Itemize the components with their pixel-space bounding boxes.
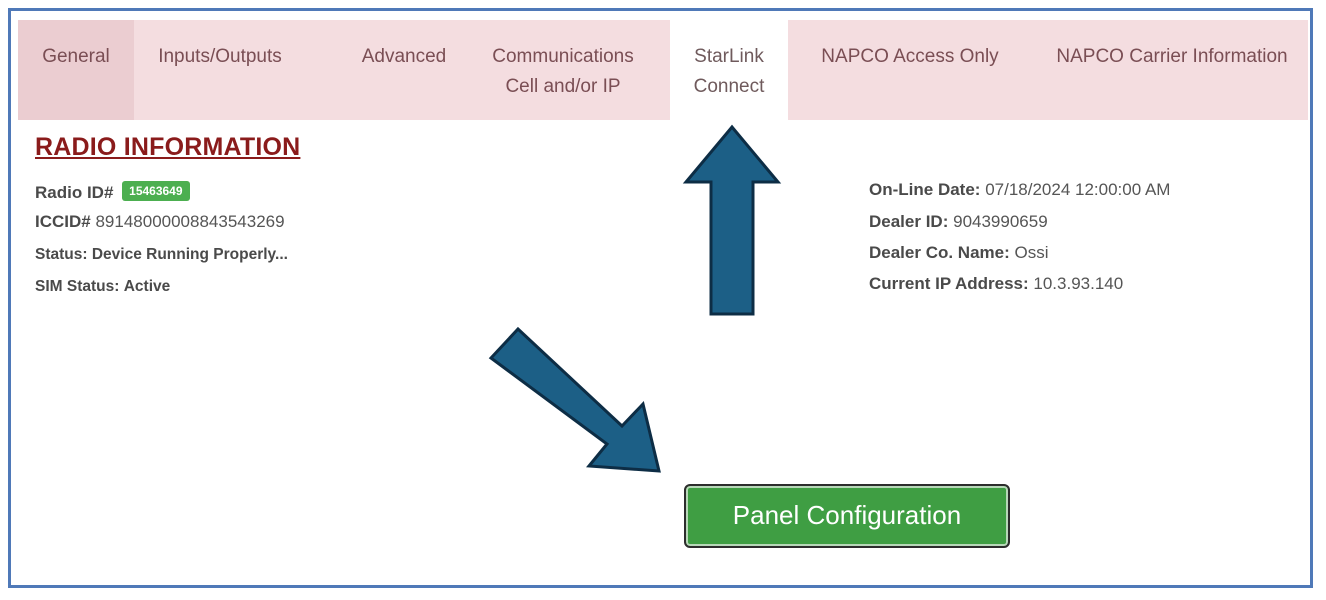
iccid-row: ICCID# 89148000008843543269 [35, 212, 285, 232]
sim-status-value: Active [123, 278, 171, 295]
tab-label-line2: Connect [693, 76, 765, 97]
up-arrow-shape [682, 124, 782, 316]
tab-general[interactable]: General [18, 20, 134, 120]
panel-configuration-button[interactable]: Panel Configuration [684, 484, 1010, 548]
diagonal-arrow-icon [488, 326, 661, 473]
tab-inputs-outputs[interactable]: Inputs/Outputs [134, 20, 306, 120]
online-date-label: On-Line Date: [869, 180, 981, 199]
status-label: Status: [35, 246, 88, 263]
app-frame: General Inputs/Outputs Advanced Communic… [8, 8, 1313, 588]
sim-status-row: SIM Status: Active [35, 278, 170, 296]
tab-communications[interactable]: Communications Cell and/or IP [464, 20, 662, 120]
dealer-id-value: 9043990659 [953, 212, 1048, 231]
radio-id-badge: 15463649 [122, 181, 190, 201]
tab-bar: General Inputs/Outputs Advanced Communic… [18, 11, 1308, 120]
tab-label-line2: Cell and/or IP [505, 76, 621, 97]
dealer-name-row: Dealer Co. Name: Ossi [869, 243, 1049, 263]
ip-address-row: Current IP Address: 10.3.93.140 [869, 274, 1123, 294]
tab-napco-carrier-information[interactable]: NAPCO Carrier Information [1036, 20, 1308, 120]
tab-napco-access-only[interactable]: NAPCO Access Only [798, 20, 1022, 120]
iccid-value: 89148000008843543269 [95, 212, 285, 231]
sim-status-label: SIM Status: [35, 278, 120, 295]
up-arrow-icon [682, 124, 782, 316]
ip-address-label: Current IP Address: [869, 274, 1029, 293]
status-row: Status: Device Running Properly... [35, 246, 288, 264]
diagonal-arrow-shape [488, 326, 661, 473]
radio-id-label: Radio ID# [35, 183, 114, 202]
dealer-name-label: Dealer Co. Name: [869, 243, 1010, 262]
ip-address-value: 10.3.93.140 [1033, 274, 1124, 293]
section-title: RADIO INFORMATION [35, 133, 301, 161]
tab-label: Advanced [361, 46, 447, 67]
tab-label: Inputs/Outputs [158, 46, 282, 67]
tab-label: General [42, 46, 110, 67]
tab-label: NAPCO Carrier Information [1056, 46, 1288, 67]
radio-id-row: Radio ID# 15463649 [35, 181, 190, 203]
tab-starlink-connect[interactable]: StarLink Connect [670, 11, 788, 120]
status-value: Device Running Properly... [91, 246, 288, 263]
iccid-label: ICCID# [35, 212, 91, 231]
tab-advanced[interactable]: Advanced [306, 20, 502, 120]
tab-label: Communications [492, 46, 634, 67]
online-date-value: 07/18/2024 12:00:00 AM [985, 180, 1171, 199]
tab-label: NAPCO Access Only [821, 46, 999, 67]
tab-label: StarLink [694, 46, 764, 67]
dealer-id-label: Dealer ID: [869, 212, 949, 231]
dealer-id-row: Dealer ID: 9043990659 [869, 212, 1048, 232]
online-date-row: On-Line Date: 07/18/2024 12:00:00 AM [869, 180, 1170, 200]
dealer-name-value: Ossi [1014, 243, 1049, 262]
